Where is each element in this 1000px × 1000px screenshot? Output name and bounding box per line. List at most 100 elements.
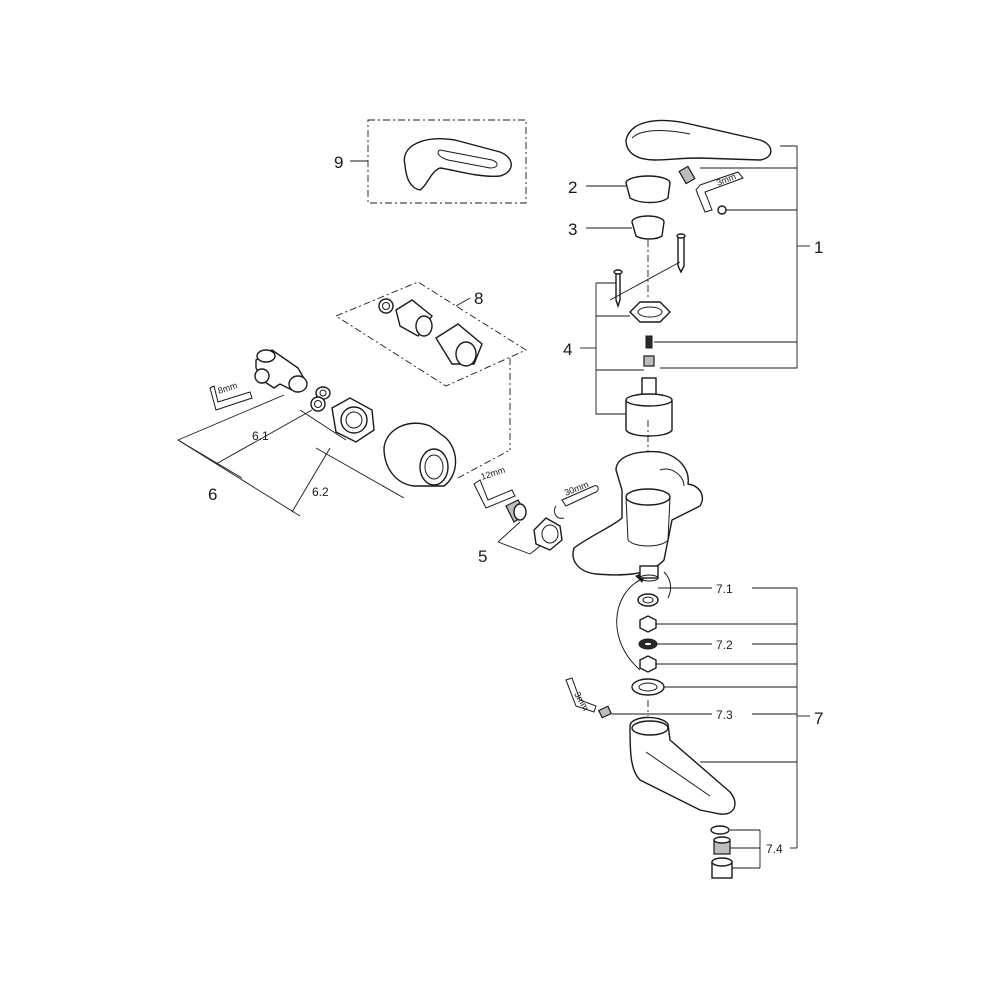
leader-5-union <box>497 541 531 555</box>
spout-ring <box>631 678 665 696</box>
leader-6-connector <box>177 439 243 479</box>
callout-7.4: 7.4 <box>766 842 783 856</box>
extension-washer-hole <box>382 302 390 310</box>
screw-left <box>615 271 621 309</box>
retaining-flange <box>629 301 671 323</box>
callout-7.2: 7.2 <box>716 638 733 652</box>
o-ring-upper-hole <box>642 596 654 604</box>
callout-6.1: 6.1 <box>252 429 269 443</box>
loop-lever-handle <box>403 138 512 191</box>
mixer-housing <box>572 450 704 576</box>
tool-label-3mm-spout: 3mm <box>572 690 591 712</box>
mixer-shoulder <box>659 468 685 487</box>
mixer-bore-wall <box>625 496 671 547</box>
optional-lever-box: 9 <box>334 119 527 204</box>
t-fitting-side-port <box>288 375 308 393</box>
t-fitting-back-port <box>254 368 270 384</box>
wrench-jaw <box>553 505 565 519</box>
leader-1-bracket <box>660 145 798 369</box>
seal-ring <box>310 396 326 412</box>
grub-screw <box>678 165 696 185</box>
hex-key-12mm <box>473 479 516 509</box>
aerator-washer <box>710 825 730 835</box>
tool-label-8mm: 8mm <box>217 380 239 396</box>
callout-6.2: 6.2 <box>312 485 329 499</box>
union-nut-bore <box>541 524 559 544</box>
cap-body <box>625 182 671 204</box>
spout-nut-upper <box>639 615 657 633</box>
extension-nipple-end <box>415 315 433 337</box>
hex-key-3mm-spout <box>565 677 597 713</box>
seal-ring-7.2-hole <box>643 641 653 647</box>
lever-loop-opening <box>437 149 498 169</box>
hex-adapter-bore <box>345 411 363 429</box>
callout-7.3: 7.3 <box>716 708 733 722</box>
leader-4-bracket <box>595 283 626 415</box>
o-ring-upper <box>637 593 659 607</box>
leader-5-nut <box>529 545 541 555</box>
spout-nut-lower <box>639 655 657 673</box>
union-nut <box>533 517 563 551</box>
inlet-nipple-end <box>513 503 527 521</box>
leader-4-right-screw <box>609 261 681 301</box>
screw-left-head <box>613 269 623 275</box>
leader-6-top <box>177 394 285 441</box>
spout-assembly: 3mm 7.1 7.2 7.3 7 7.4 <box>565 565 823 879</box>
flange-hole <box>637 306 663 318</box>
leader-5-nipple <box>497 521 521 543</box>
cover-plug <box>717 205 727 215</box>
callout-8: 8 <box>474 289 483 308</box>
callout-3: 3 <box>568 220 577 239</box>
leader-6-left-diag <box>177 439 301 517</box>
screw-right <box>677 235 685 274</box>
mixer-body <box>572 450 704 576</box>
tool-label-3mm-top: 3mm <box>715 171 737 188</box>
tool-label-12mm: 12mm <box>480 465 507 482</box>
spout-bush-edge <box>639 574 659 582</box>
callout-2: 2 <box>568 178 577 197</box>
leader-6.2-diag <box>315 447 405 499</box>
callout-4: 4 <box>563 340 572 359</box>
swivel-arrow-right <box>663 571 672 599</box>
callout-6: 6 <box>208 485 217 504</box>
adapter-body <box>631 221 665 240</box>
aerator-insert-top <box>713 836 731 844</box>
hex-key-3mm-top <box>695 171 744 213</box>
leader-8 <box>455 297 471 307</box>
washer-small-hole <box>319 389 327 397</box>
hex-key-8mm <box>209 385 253 411</box>
callout-5: 5 <box>478 547 487 566</box>
cartridge-top <box>625 393 673 407</box>
spout-highlight <box>645 751 711 797</box>
leader-6.1-to-adapter <box>299 409 347 441</box>
extension-axis-diag <box>457 449 511 479</box>
escutcheon-opening <box>419 448 449 486</box>
optional-lever-frame <box>367 119 527 204</box>
extension-washer <box>378 298 394 314</box>
spindle-screw <box>645 335 653 349</box>
callout-1: 1 <box>814 238 823 257</box>
lever-handle <box>625 119 772 161</box>
callout-7: 7 <box>814 709 823 728</box>
spout-grub-screw <box>597 705 613 719</box>
spindle-nut <box>643 355 655 367</box>
aerator-housing-top <box>711 857 733 867</box>
lever-assembly: 3mm 4 2 3 <box>563 119 823 560</box>
swivel-arrow <box>616 579 641 671</box>
lever-highlight <box>631 130 691 139</box>
connection-set: 8mm 6.1 6.2 6 <box>177 349 457 517</box>
seal-ring-hole <box>314 400 322 408</box>
escutcheon-thread <box>424 454 444 480</box>
spout-ring-hole <box>638 682 658 692</box>
extension-sleeve-end <box>455 341 477 367</box>
spout-collar <box>631 720 669 736</box>
callout-9: 9 <box>334 153 343 172</box>
mixer-bore <box>625 488 671 506</box>
extension-set-frame <box>335 281 527 387</box>
extension-set-box: 8 <box>335 281 527 479</box>
hex-adapter-face <box>340 406 368 434</box>
spout-body <box>629 716 736 815</box>
screw-right-head <box>676 233 686 239</box>
